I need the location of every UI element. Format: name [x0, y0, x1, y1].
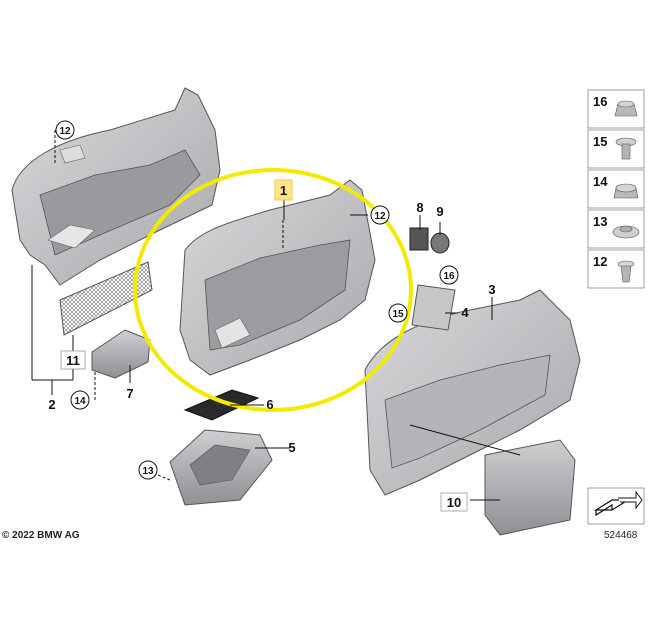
main-side-trim-panel [179, 179, 376, 376]
svg-text:15: 15 [593, 134, 607, 149]
svg-text:13: 13 [142, 466, 154, 477]
right-side-trim-panel [364, 289, 581, 496]
callout-5: 5 [288, 440, 295, 455]
luggage-net [59, 261, 153, 336]
svg-text:10: 10 [447, 495, 461, 510]
diagram-number: 524468 [604, 530, 638, 541]
svg-text:16: 16 [593, 94, 607, 109]
hardware-column: 16 15 14 13 12 [587, 89, 645, 289]
callout-16: 16 [439, 265, 459, 285]
orientation-arrow-icon [587, 487, 645, 525]
svg-text:15: 15 [392, 309, 404, 320]
left-side-trim-panel [11, 87, 221, 286]
callout-10: 10 [440, 492, 468, 512]
hardware-12: 12 [587, 249, 645, 289]
hardware-13: 13 [587, 209, 645, 249]
storage-cover [91, 329, 151, 379]
storage-tray [169, 429, 273, 506]
callout-14: 14 [70, 390, 90, 410]
hardware-16: 16 [587, 89, 645, 129]
callout-4: 4 [461, 305, 469, 320]
highlight-ellipse [133, 168, 413, 412]
callout-13: 13 [138, 460, 158, 480]
svg-text:11: 11 [66, 353, 80, 368]
svg-text:14: 14 [593, 174, 608, 189]
svg-text:14: 14 [74, 396, 86, 407]
svg-text:12: 12 [374, 211, 386, 222]
clip-part-9 [430, 232, 450, 254]
callout-11: 11 [60, 350, 86, 370]
callout-15: 15 [388, 303, 408, 323]
callout-12-left: 12 [55, 120, 75, 140]
svg-text:12: 12 [59, 126, 71, 137]
floor-mat [183, 389, 260, 421]
clip-part-8 [409, 227, 429, 251]
callout-7: 7 [126, 386, 133, 401]
svg-text:12: 12 [593, 254, 607, 269]
callout-1: 1 [274, 179, 293, 201]
svg-text:13: 13 [593, 214, 607, 229]
callout-2: 2 [48, 397, 55, 412]
callout-6: 6 [266, 397, 273, 412]
bracket [411, 284, 456, 331]
svg-text:1: 1 [280, 183, 287, 198]
callout-3: 3 [488, 282, 495, 297]
hardware-15: 15 [587, 129, 645, 169]
hardware-14: 14 [587, 169, 645, 209]
callout-12-right: 12 [370, 205, 390, 225]
callout-9: 9 [436, 204, 443, 219]
callout-8: 8 [416, 200, 423, 215]
svg-text:16: 16 [443, 271, 455, 282]
side-cover-panel [484, 439, 576, 536]
copyright-text: © 2022 BMW AG [2, 530, 80, 541]
callout-1-highlight [274, 179, 293, 201]
